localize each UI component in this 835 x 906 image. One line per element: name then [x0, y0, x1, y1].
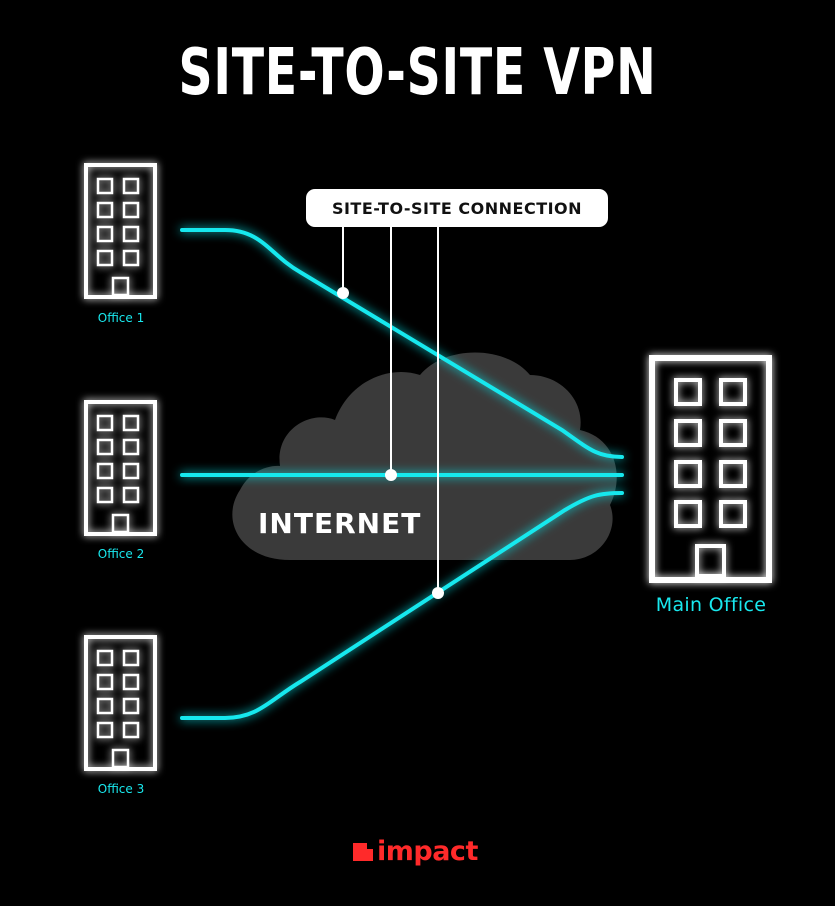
connection-dot-2 — [385, 469, 397, 481]
connection-pointers — [342, 226, 439, 593]
connection-dot-1 — [337, 287, 349, 299]
office-3-building-icon — [84, 635, 157, 771]
office-1-building-icon — [84, 163, 157, 299]
impact-logo-icon — [353, 843, 373, 861]
connection-label: SITE-TO-SITE CONNECTION — [306, 189, 608, 227]
impact-logo: impact — [352, 834, 478, 868]
main-office-label: Main Office — [655, 594, 767, 616]
main-office-building-icon — [649, 355, 772, 583]
office-1-label: Office 1 — [97, 311, 145, 325]
internet-label: INTERNET — [258, 507, 422, 540]
office-2-building-icon — [84, 400, 157, 536]
tunnel-office-1 — [180, 228, 624, 459]
tunnel-office-3 — [180, 491, 624, 720]
office-building-icon — [84, 163, 157, 771]
vpn-tunnels — [180, 228, 624, 720]
office-2-label: Office 2 — [97, 547, 145, 561]
connection-dots — [337, 287, 444, 599]
page-title: SITE-TO-SITE VPN — [178, 36, 657, 110]
connection-dot-3 — [432, 587, 444, 599]
impact-logo-text: impact — [377, 835, 478, 867]
office-3-label: Office 3 — [97, 782, 145, 796]
